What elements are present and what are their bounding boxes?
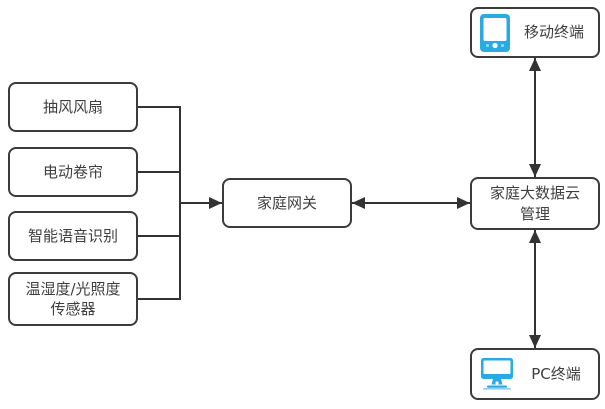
node-label: 智能语音识别 xyxy=(27,226,118,245)
node-sensor: 温湿度/光照度 传感器 xyxy=(8,272,138,326)
monitor-icon xyxy=(480,358,514,390)
node-pc-terminal: PC终端 xyxy=(470,348,600,400)
node-voice-recognition: 智能语音识别 xyxy=(8,211,138,261)
node-exhaust-fan: 抽风风扇 xyxy=(8,82,138,132)
node-home-gateway: 家庭网关 xyxy=(222,178,352,228)
node-label: 家庭网关 xyxy=(256,193,317,212)
node-label: 抽风风扇 xyxy=(42,97,103,116)
node-label: PC终端 xyxy=(531,364,581,383)
node-label: 温湿度/光照度 xyxy=(25,279,121,298)
node-mobile-terminal: 移动终端 xyxy=(470,7,600,58)
node-roller-blind: 电动卷帘 xyxy=(8,147,138,197)
node-label: 移动终端 xyxy=(523,23,584,42)
node-label: 家庭大数据云 xyxy=(489,184,580,203)
node-label: 电动卷帘 xyxy=(42,162,103,181)
smartphone-icon xyxy=(480,13,510,52)
node-cloud-management: 家庭大数据云 管理 xyxy=(470,177,600,230)
node-label: 传感器 xyxy=(50,300,96,318)
node-label: 管理 xyxy=(519,204,550,223)
